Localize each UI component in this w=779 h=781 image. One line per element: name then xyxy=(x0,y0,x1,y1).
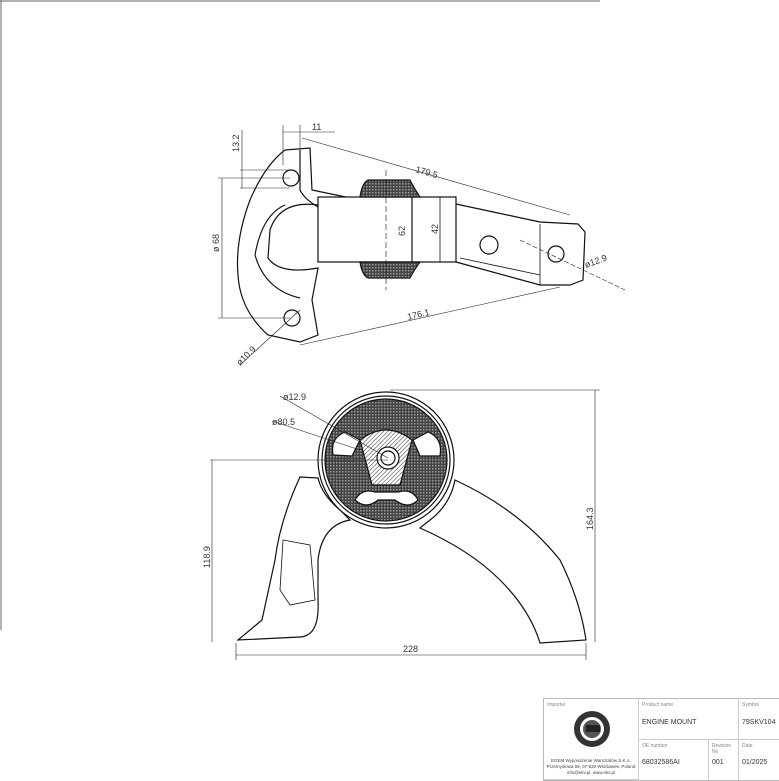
front-view xyxy=(236,391,587,644)
dim-13-2: 13.2 xyxy=(231,134,241,152)
oe-number: 68032586AI xyxy=(642,759,680,766)
ekv-logo xyxy=(574,711,610,747)
dim-68: ø 68 xyxy=(211,234,221,252)
dim-dia-10-9: ø10.9 xyxy=(234,344,257,367)
revision: 001 xyxy=(712,759,724,766)
arm-hole xyxy=(479,235,499,255)
importer-address: EGEM Wyposażenie Warsztatów S.K.A. Przem… xyxy=(546,758,636,776)
dim-228: 228 xyxy=(403,644,418,654)
importer-address-line: Przemysłowa 59, 07-830 Włocławek, Poland xyxy=(546,764,636,769)
front-view-dimensions xyxy=(210,389,600,660)
revision-label: Revision No xyxy=(712,743,732,755)
revision-cell: Revision No 001 xyxy=(709,740,739,780)
void-upper-right xyxy=(412,431,442,457)
dim-42: 42 xyxy=(430,224,440,234)
oe-number-label: OE number xyxy=(642,743,668,749)
oe-number-cell: OE number 68032586AI xyxy=(639,740,709,780)
product-name-label: Product name xyxy=(642,702,674,708)
importer-address-line: info@ekv.pl, www.ekv.pl xyxy=(567,770,615,775)
right-leg xyxy=(418,479,587,644)
importer-address-line: EGEM Wyposażenie Warsztatów S.K.A. xyxy=(550,758,632,763)
dim-176-1: 176.1 xyxy=(406,307,430,322)
void-lower xyxy=(354,490,419,506)
date: 01/2025 xyxy=(742,759,768,766)
dim-164-3: 164.3 xyxy=(585,507,595,530)
product-name-cell: Product name ENGINE MOUNT xyxy=(639,699,739,740)
rubber-block-bottom xyxy=(359,261,422,279)
dim-62: 62 xyxy=(397,226,407,236)
dim-dia-12-9-front: ø12.9 xyxy=(283,392,306,402)
importer-label: Importer xyxy=(547,702,566,708)
dim-dia-80-5: ø80.5 xyxy=(272,417,295,427)
date-label: Date xyxy=(742,743,753,749)
right-arm xyxy=(455,203,586,286)
symbol: 79SKV104 xyxy=(742,719,776,726)
dim-179-5: 179.5 xyxy=(414,164,438,180)
dim-dia-12-9: ø12.9 xyxy=(583,253,608,270)
top-view xyxy=(236,147,586,343)
top-view-dimensions xyxy=(218,125,626,366)
date-cell: Date 01/2025 xyxy=(739,740,779,780)
symbol-label: Symbol xyxy=(742,702,759,708)
left-bracket xyxy=(236,147,361,343)
symbol-cell: Symbol 79SKV104 xyxy=(739,699,779,740)
product-name: ENGINE MOUNT xyxy=(642,719,697,726)
importer-cell: Importer EGEM Wyposażenie Warsztatów S.K… xyxy=(544,699,639,780)
dim-11: 11 xyxy=(312,122,321,132)
title-block: Importer EGEM Wyposażenie Warsztatów S.K… xyxy=(543,698,779,781)
rubber-block-top xyxy=(359,179,422,198)
end-hole xyxy=(547,245,565,263)
dim-118-9: 118.9 xyxy=(202,546,212,568)
